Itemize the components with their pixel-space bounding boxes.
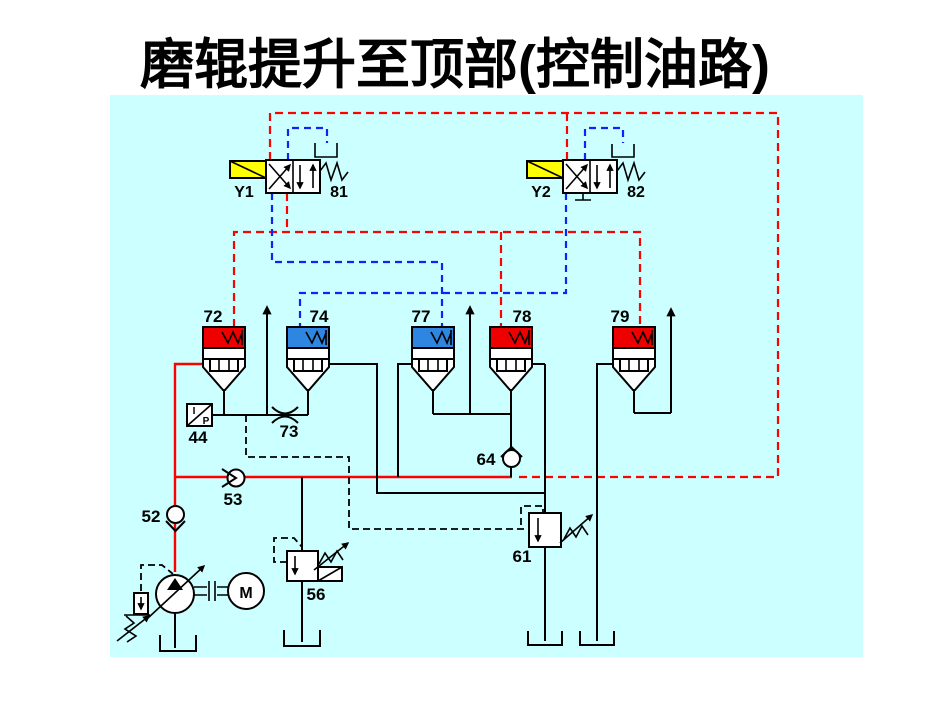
drain-82 (575, 193, 591, 201)
cartridge-valve-78 (489, 326, 533, 391)
solenoid-valve-82 (526, 144, 646, 201)
hydraulic-diagram: I P (110, 95, 863, 657)
electric-motor: M (227, 572, 265, 610)
spring-82 (616, 160, 646, 183)
relief-valve-61 (528, 512, 594, 548)
component-labels: Y1 81 Y2 82 72 74 77 78 79 44 73 53 52 6… (142, 184, 645, 604)
pump-flow-triangle (167, 578, 183, 590)
label-61: 61 (513, 547, 532, 566)
relief-valve-56 (286, 542, 350, 582)
cartridge-valve-79 (612, 326, 656, 391)
ip-letter-p: P (203, 416, 210, 427)
spring-56 (318, 549, 344, 565)
pressure-transducer-44: I P (186, 403, 213, 427)
spring-81 (319, 160, 349, 183)
ip-letter-i: I (193, 406, 196, 417)
label-y2: Y2 (531, 184, 551, 201)
label-53: 53 (224, 490, 243, 509)
label-78: 78 (513, 307, 532, 326)
label-81: 81 (330, 184, 348, 201)
cartridge-valve-77 (411, 326, 455, 391)
motor-label: M (239, 585, 252, 602)
solenoid-valve-81 (229, 143, 349, 194)
tank-61 (527, 631, 563, 646)
cartridge-valve-74 (286, 326, 330, 391)
check-valve-52 (165, 505, 186, 533)
variable-pump (116, 564, 206, 643)
pilot-lines-black-dashed (140, 415, 544, 591)
pilot-lines-blue-dashed (270, 126, 625, 327)
compensator-spring (123, 615, 138, 643)
label-82: 82 (627, 184, 645, 201)
pilot-cap-82 (611, 144, 635, 158)
tank-symbols (159, 630, 615, 652)
label-72: 72 (204, 307, 223, 326)
check-valve-64 (500, 445, 523, 468)
check-valve-53 (221, 468, 246, 488)
label-y1: Y1 (234, 184, 254, 201)
piping-black (174, 305, 676, 648)
label-52: 52 (142, 507, 161, 526)
tank-79 (579, 631, 615, 646)
label-44: 44 (189, 428, 208, 447)
label-79: 79 (611, 307, 630, 326)
page-title: 磨辊提升至顶部(控制油路) (140, 35, 770, 95)
label-74: 74 (310, 307, 329, 326)
label-77: 77 (412, 307, 431, 326)
label-64: 64 (477, 450, 496, 469)
shaft-coupling (194, 581, 229, 601)
spring-61 (563, 524, 589, 540)
throttle-73 (271, 406, 299, 424)
tank-56 (283, 630, 321, 647)
label-56: 56 (307, 585, 326, 604)
cartridge-valve-72 (202, 326, 246, 391)
label-73: 73 (280, 422, 299, 441)
pilot-lines-red-dashed (232, 111, 780, 479)
pilot-cap-81 (314, 143, 338, 158)
tank-pump (159, 635, 197, 652)
